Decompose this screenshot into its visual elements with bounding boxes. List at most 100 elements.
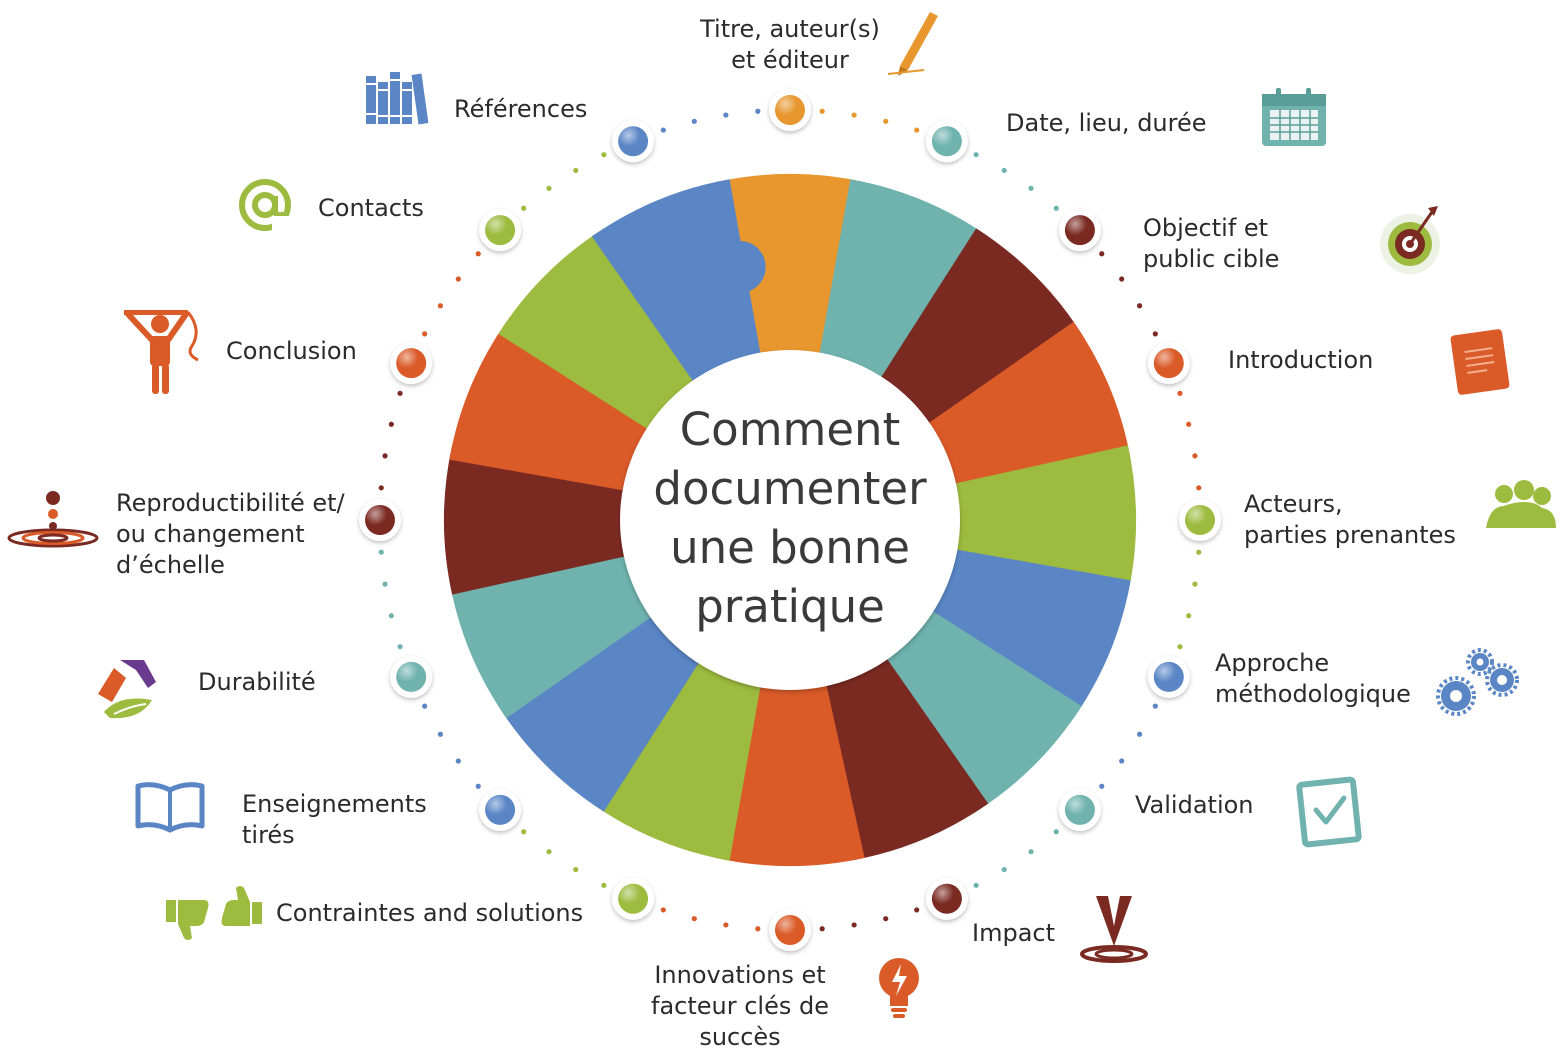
label-acteurs: Acteurs, parties prenantes — [1244, 490, 1456, 549]
ring-dot — [660, 127, 666, 133]
ring-dot — [851, 112, 857, 118]
label-contacts: Contacts — [318, 194, 424, 222]
ring-dot — [601, 152, 607, 158]
label-introduction: Introduction — [1228, 346, 1374, 374]
ring-dot — [601, 882, 607, 888]
marker-shine — [1153, 348, 1184, 379]
ring-dot — [1177, 644, 1183, 650]
target-icon — [1380, 206, 1440, 274]
ring-dot — [914, 907, 920, 913]
person-banner-icon — [124, 310, 199, 394]
wheel-segment-objectif — [880, 228, 1082, 430]
marker-shine — [1153, 661, 1184, 692]
label-objectif: Objectif et public cible — [1143, 214, 1280, 273]
wheel-segment-durabilite — [449, 549, 653, 719]
ring-dot — [973, 152, 979, 158]
ring-dot — [1053, 829, 1059, 835]
center-title: Comment documenter une bonne pratique — [653, 403, 927, 633]
wheel-segment-references — [591, 179, 761, 383]
ring-dot — [1028, 185, 1034, 191]
ring-dot — [755, 926, 761, 932]
ring-dot — [851, 922, 857, 928]
label-enseignements: Enseignements tirés — [242, 790, 427, 849]
ring-dot — [397, 390, 403, 396]
ring-dot — [1119, 758, 1125, 764]
document-icon — [1450, 329, 1510, 395]
pencil-icon — [887, 12, 938, 76]
ring-dot — [573, 167, 579, 174]
ring-dot — [1152, 703, 1158, 709]
ring-dot — [1099, 251, 1105, 257]
ring-dot — [388, 421, 394, 427]
people-icon — [1486, 480, 1556, 528]
ring-dot — [573, 866, 579, 873]
books-icon — [366, 72, 429, 125]
ring-dot — [1177, 390, 1183, 396]
marker-shine — [396, 348, 427, 379]
label-innovations: Innovations et facteur clés de succès — [651, 961, 829, 1051]
ripple-icon — [7, 491, 99, 548]
ring-dot — [755, 108, 761, 114]
book-icon — [135, 782, 205, 833]
marker-shine — [485, 794, 516, 825]
ring-dot — [1196, 549, 1202, 555]
ring-dot — [437, 731, 444, 737]
at-icon — [239, 179, 292, 232]
ring-dot — [819, 108, 825, 114]
gears-icon — [1436, 648, 1519, 716]
label-impact: Impact — [972, 919, 1056, 947]
ring-dot — [388, 613, 394, 619]
ring-dot — [1186, 421, 1192, 427]
label-date: Date, lieu, durée — [1006, 109, 1207, 137]
wheel-segment-contraintes — [591, 657, 761, 861]
ring-dot — [378, 549, 384, 555]
marker-shine — [1064, 215, 1095, 246]
marker-shine — [931, 883, 962, 914]
ring-dot — [1053, 205, 1059, 211]
ring-dot — [1186, 613, 1192, 619]
ring-dot — [1152, 331, 1158, 337]
marker-shine — [931, 126, 962, 157]
ring-dot — [1192, 453, 1198, 459]
ring-dot — [1001, 866, 1007, 873]
marker-balls — [359, 89, 1221, 951]
checkbox-icon — [1296, 776, 1362, 848]
puzzle-knob-references — [713, 240, 766, 293]
label-approche: Approche méthodologique — [1215, 649, 1411, 708]
ring-dot — [521, 829, 527, 835]
lightbulb-icon — [879, 958, 919, 1018]
ring-dot — [546, 185, 552, 191]
wheel-segment-date — [819, 179, 989, 383]
wheel-segment-contacts — [498, 228, 700, 430]
thumbs-icon — [166, 886, 262, 940]
ring-dot — [546, 849, 552, 855]
ring-dot — [723, 112, 729, 118]
ring-dot — [883, 916, 889, 922]
ring-dot — [521, 205, 527, 211]
ring-dot — [422, 331, 428, 337]
ring-dot — [475, 251, 481, 257]
marker-shine — [618, 126, 649, 157]
wheel-segment-validation — [880, 610, 1082, 812]
ring-dot — [1196, 485, 1202, 491]
ring-dot — [660, 907, 666, 913]
ring-dot — [819, 926, 825, 932]
marker-shine — [485, 215, 516, 246]
ring-dot — [973, 882, 979, 888]
ring-dot — [455, 758, 461, 764]
diagram-canvas — [359, 89, 1221, 951]
wheel-segment-conclusion — [449, 321, 653, 491]
marker-shine — [775, 95, 805, 125]
wheel-segment-impact — [819, 657, 989, 861]
label-conclusion: Conclusion — [226, 337, 357, 365]
recycle-hands-icon — [98, 660, 156, 719]
ring-dot — [382, 453, 388, 459]
label-contraintes: Contraintes and solutions — [276, 899, 584, 927]
label-validation: Validation — [1135, 791, 1254, 819]
ring-dot — [397, 644, 403, 650]
label-durabilite: Durabilité — [198, 668, 316, 696]
wheel-segment-enseignements — [498, 610, 700, 812]
calendar-icon — [1262, 88, 1326, 146]
ring-dot — [475, 783, 481, 789]
dotted-ring — [378, 108, 1202, 932]
